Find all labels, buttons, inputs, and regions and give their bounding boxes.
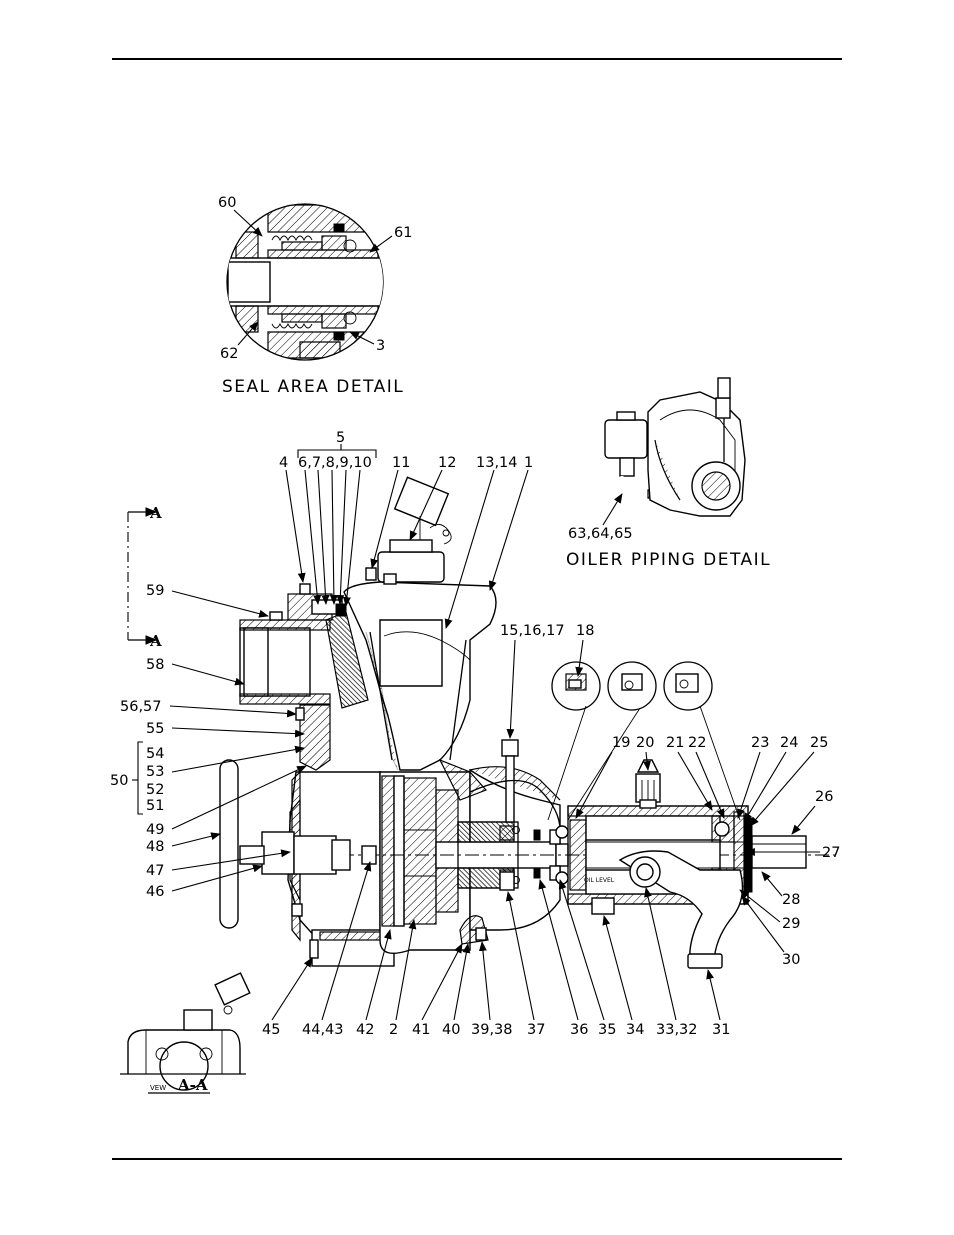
label-37: 37 — [527, 1022, 545, 1038]
label-41: 41 — [412, 1022, 430, 1038]
label-39-38: 39,38 — [471, 1022, 513, 1038]
label-25: 25 — [810, 735, 828, 751]
label-52: 52 — [146, 782, 164, 798]
label-24: 24 — [780, 735, 798, 751]
view-prefix: VEW — [150, 1084, 166, 1092]
label-34: 34 — [626, 1022, 644, 1038]
label-21: 21 — [666, 735, 684, 751]
label-15-17: 15,16,17 — [500, 623, 565, 639]
label-2: 2 — [389, 1022, 398, 1038]
section-marker: A A — [128, 504, 162, 650]
label-56-57: 56,57 — [120, 699, 162, 715]
label-58: 58 — [146, 657, 164, 673]
label-19: 19 — [612, 735, 630, 751]
label-61: 61 — [394, 225, 412, 241]
label-29: 29 — [782, 916, 800, 932]
label-44-43: 44,43 — [302, 1022, 344, 1038]
label-36: 36 — [570, 1022, 588, 1038]
label-4: 4 — [279, 455, 288, 471]
oiler-piping-caption: OILER PIPING DETAIL — [566, 550, 771, 570]
label-27: 27 — [822, 845, 840, 861]
label-62: 62 — [220, 346, 238, 362]
label-63-64-65: 63,64,65 — [568, 526, 633, 542]
label-28: 28 — [782, 892, 800, 908]
label-55: 55 — [146, 721, 164, 737]
label-23: 23 — [751, 735, 769, 751]
seal-area-caption: SEAL AREA DETAIL — [222, 377, 404, 397]
label-5: 5 — [336, 430, 345, 446]
view-name: A-A — [177, 1076, 208, 1094]
label-26: 26 — [815, 789, 833, 805]
label-33-32: 33,32 — [656, 1022, 698, 1038]
oiler-piping-detail: OILER PIPING DETAIL 63,64,65 — [566, 378, 771, 570]
label-30: 30 — [782, 952, 800, 968]
label-18: 18 — [576, 623, 594, 639]
section-marker-top: A — [149, 504, 162, 522]
label-20: 20 — [636, 735, 654, 751]
label-54: 54 — [146, 746, 164, 762]
label-51: 51 — [146, 798, 164, 814]
label-60: 60 — [218, 195, 236, 211]
label-35: 35 — [598, 1022, 616, 1038]
label-1: 1 — [524, 455, 533, 471]
label-53: 53 — [146, 764, 164, 780]
seal-area-detail: SEAL AREA DETAIL 60 61 62 3 — [218, 195, 412, 397]
label-50: 50 — [110, 773, 128, 789]
label-45: 45 — [262, 1022, 280, 1038]
label-13-14: 13,14 — [476, 455, 518, 471]
label-59: 59 — [146, 583, 164, 599]
label-46: 46 — [146, 884, 164, 900]
label-3: 3 — [376, 338, 385, 354]
section-marker-bottom: A — [149, 632, 162, 650]
label-11: 11 — [392, 455, 410, 471]
oil-level-marking: OIL LEVEL — [584, 877, 615, 884]
label-47: 47 — [146, 863, 164, 879]
label-49: 49 — [146, 822, 164, 838]
label-31: 31 — [712, 1022, 730, 1038]
view-a-a: VEW A-A — [120, 973, 250, 1094]
label-12: 12 — [438, 455, 456, 471]
label-40: 40 — [442, 1022, 460, 1038]
label-42: 42 — [356, 1022, 374, 1038]
label-6-10: 6,7,8,9,10 — [298, 455, 372, 471]
label-48: 48 — [146, 839, 164, 855]
label-22: 22 — [688, 735, 706, 751]
